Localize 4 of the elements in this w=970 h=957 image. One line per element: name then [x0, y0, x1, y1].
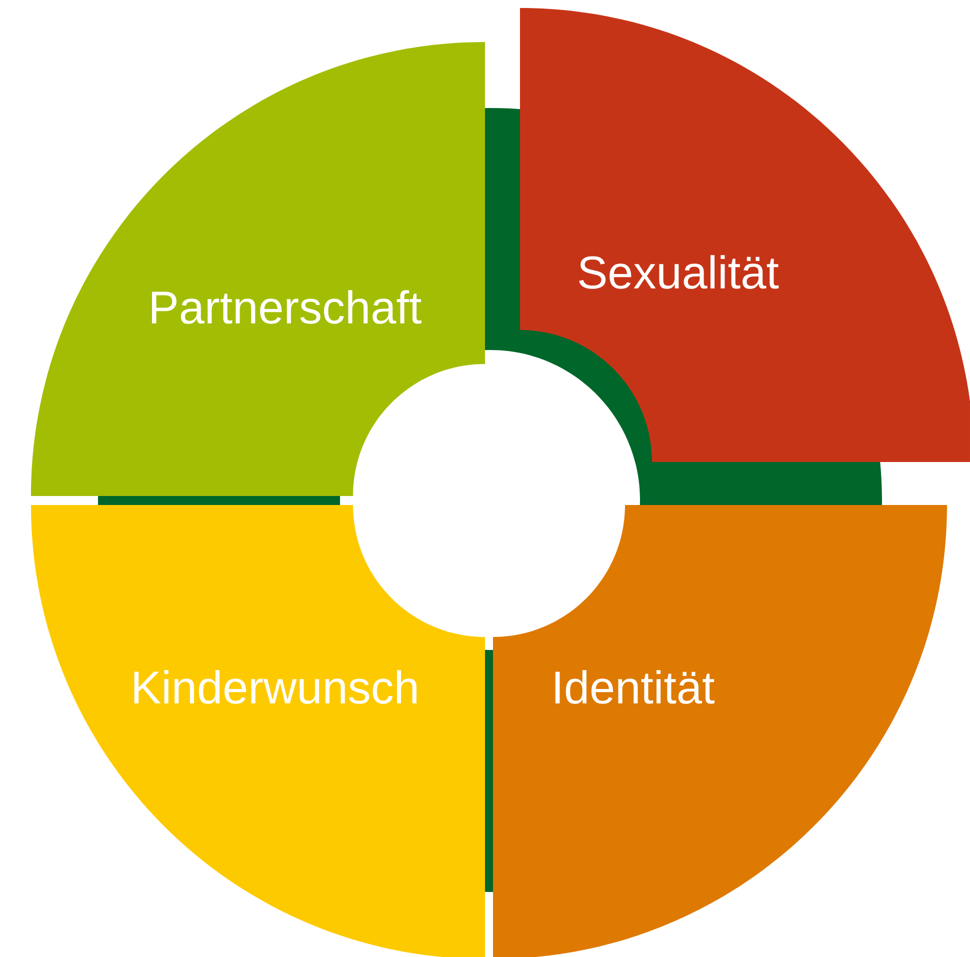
ring-segment: Identität — [493, 504, 947, 957]
ring-segment: Partnerschaft — [31, 42, 485, 496]
ring-segment: Kinderwunsch — [31, 504, 485, 957]
ring-segment: Sexualität — [520, 8, 970, 462]
